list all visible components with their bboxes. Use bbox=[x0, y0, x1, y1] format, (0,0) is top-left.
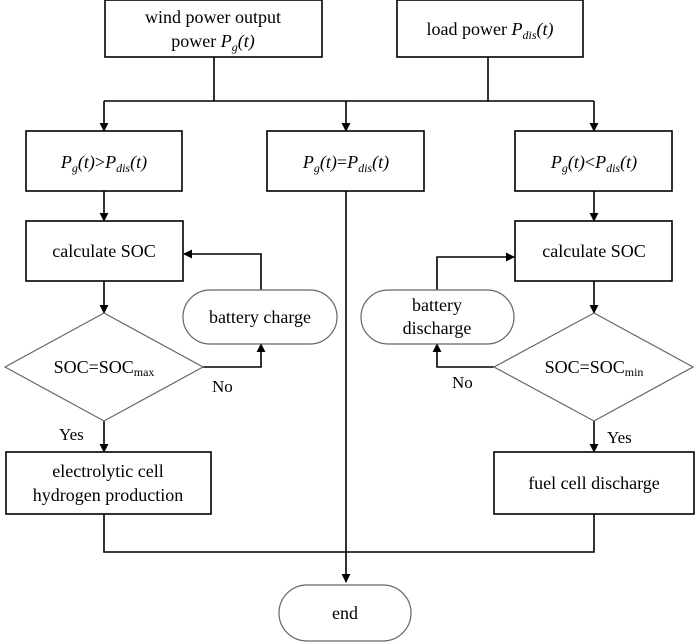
wind-power-line1: wind power output bbox=[145, 7, 281, 27]
load-power-arg: (t) bbox=[537, 19, 554, 40]
node-calc-soc-left: calculate SOC bbox=[25, 220, 184, 282]
edge-no-to-charge bbox=[203, 343, 266, 368]
electrolytic-line2: hydrogen production bbox=[33, 485, 183, 505]
wind-power-sub: g bbox=[232, 40, 238, 54]
edge-electrolytic-to-end bbox=[103, 514, 346, 553]
battery-discharge-line2: discharge bbox=[403, 318, 472, 338]
decision-min-sub: min bbox=[625, 365, 644, 379]
node-battery-charge: battery charge bbox=[182, 289, 338, 345]
decision-max-main: SOC=SOC bbox=[54, 357, 134, 377]
edge-discharge-to-calc bbox=[436, 252, 515, 290]
node-decision-min: SOC=SOCmin bbox=[492, 312, 695, 422]
node-decision-max: SOC=SOCmax bbox=[3, 312, 205, 422]
node-wind-power: wind power output power Pg(t) bbox=[104, 0, 323, 58]
cond-lt-text: Pg(t)<Pdis(t) bbox=[550, 152, 637, 175]
label-yes-right: Yes bbox=[607, 428, 632, 447]
electrolytic-line1: electrolytic cell bbox=[52, 461, 163, 481]
node-electrolytic: electrolytic cell hydrogen production bbox=[5, 451, 212, 515]
battery-discharge-line1: battery bbox=[412, 295, 462, 315]
load-power-text: load power Pdis(t) bbox=[427, 19, 554, 42]
load-power-prefix: load power bbox=[427, 19, 512, 39]
connectors bbox=[99, 57, 599, 583]
cond-eq-text: Pg(t)=Pdis(t) bbox=[302, 152, 389, 175]
node-end: end bbox=[278, 584, 412, 642]
node-battery-discharge: battery discharge bbox=[360, 289, 515, 345]
wind-power-line2: power Pg(t) bbox=[171, 31, 254, 54]
wind-power-prefix: power bbox=[171, 31, 220, 51]
wind-power-arg: (t) bbox=[238, 31, 255, 52]
wind-power-var: P bbox=[220, 31, 232, 51]
label-yes-left: Yes bbox=[59, 425, 84, 444]
load-power-sub: dis bbox=[522, 28, 536, 42]
load-power-var: P bbox=[510, 19, 522, 39]
decision-max-text: SOC=SOCmax bbox=[54, 357, 155, 379]
node-fuel-cell: fuel cell discharge bbox=[493, 451, 695, 515]
end-label: end bbox=[332, 603, 358, 623]
decision-max-sub: max bbox=[134, 365, 155, 379]
node-cond-gt: Pg(t)>Pdis(t) bbox=[25, 130, 183, 192]
node-calc-soc-right: calculate SOC bbox=[514, 220, 673, 282]
battery-charge-label: battery charge bbox=[209, 307, 311, 327]
decision-min-text: SOC=SOCmin bbox=[545, 357, 644, 379]
cond-gt-text: Pg(t)>Pdis(t) bbox=[60, 152, 147, 175]
edge-fuel-cell-to-end bbox=[346, 514, 595, 553]
fuel-cell-label: fuel cell discharge bbox=[528, 473, 660, 493]
label-no-left: No bbox=[212, 377, 233, 396]
node-load-power: load power Pdis(t) bbox=[396, 0, 584, 58]
edge-no-to-discharge bbox=[432, 343, 494, 368]
node-cond-eq: Pg(t)=Pdis(t) bbox=[266, 130, 425, 192]
edge-charge-to-calc bbox=[183, 249, 262, 290]
calc-soc-right-label: calculate SOC bbox=[542, 241, 645, 261]
calc-soc-left-label: calculate SOC bbox=[52, 241, 155, 261]
label-no-right: No bbox=[452, 373, 473, 392]
decision-min-main: SOC=SOC bbox=[545, 357, 625, 377]
node-cond-lt: Pg(t)<Pdis(t) bbox=[514, 130, 673, 192]
